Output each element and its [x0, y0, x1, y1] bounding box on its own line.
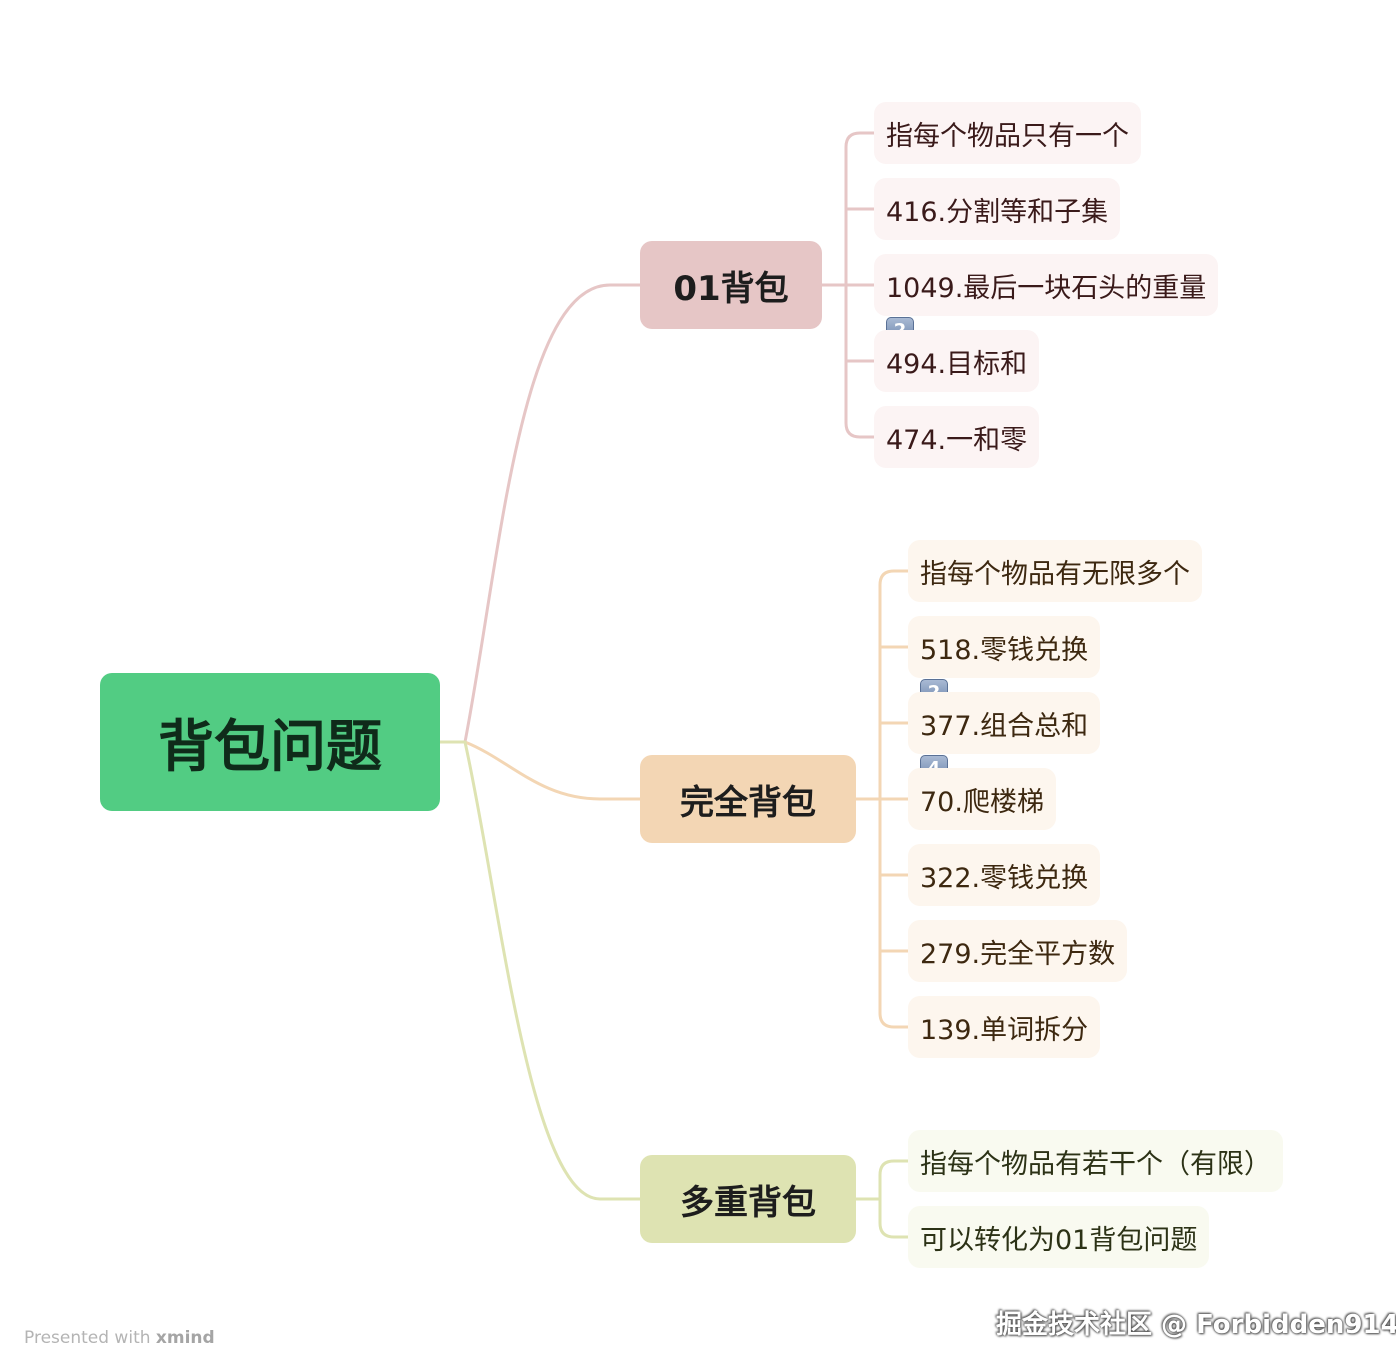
root-topic[interactable]: 背包问题 — [100, 673, 440, 811]
watermark: 掘金技术社区 @ Forbidden9142 — [996, 1310, 1396, 1340]
branch-complete-knapsack[interactable]: 完全背包 — [640, 755, 856, 843]
leaf-item[interactable]: 70.爬楼梯 — [908, 768, 1056, 830]
branch-01-knapsack[interactable]: 01背包 — [640, 241, 822, 329]
leaf-item[interactable]: 指每个物品有若干个（有限） — [908, 1130, 1283, 1192]
leaf-item[interactable]: 指每个物品有无限多个 — [908, 540, 1202, 602]
leaf-item[interactable]: 指每个物品只有一个 — [874, 102, 1141, 164]
leaf-item[interactable]: 139.单词拆分 — [908, 996, 1101, 1058]
credit-prefix: Presented with — [24, 1328, 156, 1348]
branch-multiple-knapsack[interactable]: 多重背包 — [640, 1155, 856, 1243]
leaf-item[interactable]: 518.零钱兑换 — [908, 616, 1101, 678]
leaf-item[interactable]: 可以转化为01背包问题 — [908, 1206, 1210, 1268]
leaf-item[interactable]: 474.一和零 — [874, 406, 1040, 468]
leaf-item[interactable]: 1049.最后一块石头的重量 — [874, 254, 1219, 316]
leaf-item[interactable]: 416.分割等和子集 — [874, 178, 1121, 240]
leaf-item[interactable]: 494.目标和 — [874, 330, 1040, 392]
presented-with-credit: Presented with xmind — [24, 1328, 215, 1348]
leaf-item[interactable]: 279.完全平方数 — [908, 920, 1128, 982]
leaf-item[interactable]: 377.组合总和 — [908, 692, 1101, 754]
leaf-item[interactable]: 322.零钱兑换 — [908, 844, 1101, 906]
xmind-logo: xmind — [155, 1328, 215, 1348]
